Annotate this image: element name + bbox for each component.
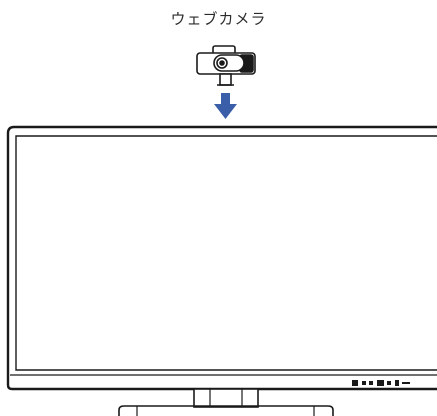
power-led — [395, 380, 399, 386]
power-button — [387, 381, 391, 385]
monitor-icon — [6, 125, 437, 416]
up-button — [369, 381, 373, 385]
arrow-down-icon — [214, 93, 237, 119]
down-button — [362, 381, 366, 385]
webcam-icon — [196, 45, 256, 86]
indicator-bar — [402, 382, 410, 384]
control-buttons — [352, 380, 410, 386]
menu-button — [352, 380, 358, 386]
input-button — [377, 380, 384, 386]
webcam-label: ウェブカメラ — [170, 10, 267, 28]
